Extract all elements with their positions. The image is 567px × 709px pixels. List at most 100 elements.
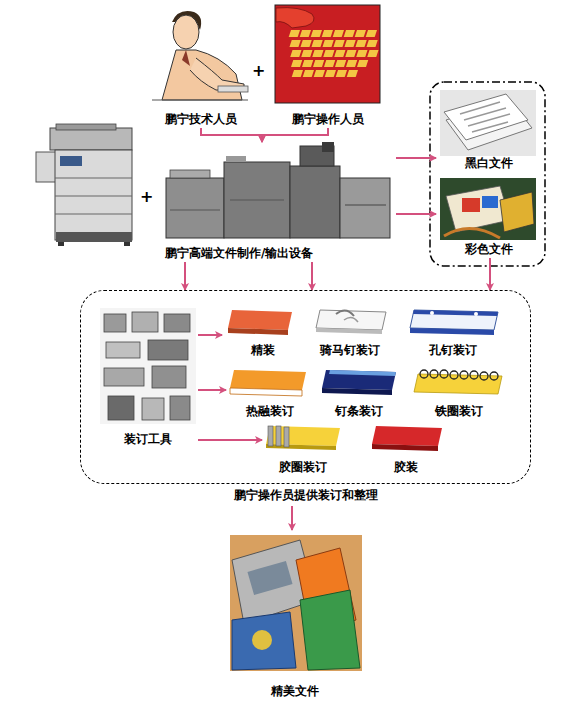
keyboard-picture-part-part (322, 30, 333, 37)
keyboard-picture-part-part (357, 60, 368, 67)
binding-tools-picture-part (104, 314, 126, 332)
node-label: 骑马钉装订 (320, 343, 380, 358)
binding-tools-picture-part (148, 340, 188, 360)
colour-document-picture-part (462, 198, 480, 212)
node-label: 装订工具 (124, 432, 172, 447)
node-label: 鹏宁操作人员 (292, 112, 364, 127)
saddle-stitch-book-picture (316, 310, 386, 334)
keyboard-picture-part-part (300, 40, 311, 47)
node-label: 鹏宁高端文件制作/输出设备 (165, 246, 313, 261)
copier-picture-part (55, 214, 132, 215)
keyboard-picture-part-part (355, 40, 366, 47)
keyboard-picture-part-part (356, 50, 367, 57)
copier-picture (36, 124, 132, 246)
post-bound-book-picture-part (410, 328, 494, 335)
keyboard-picture-part-part (291, 60, 302, 67)
comb-bound-book-picture-part (268, 426, 273, 446)
wire-bound-book-picture-part (440, 370, 448, 378)
node-label: 孔钉装订 (429, 343, 477, 358)
technician-picture-part (182, 50, 190, 66)
flow-arrow (291, 506, 293, 530)
node-label: 鹏宁操作员提供装订和整理 (234, 488, 378, 503)
binding-tools-picture-part (106, 342, 140, 358)
finished-documents-picture-part (232, 612, 296, 670)
finished-documents-picture-part (230, 535, 362, 671)
keyboard-picture-part-part (290, 50, 301, 57)
perfect-bound-book-picture (372, 426, 442, 451)
keyboard-picture-part-part (366, 40, 377, 47)
wire-bound-book-picture (414, 370, 502, 394)
copier-picture-part (56, 232, 132, 242)
production-printer-picture-part (170, 210, 220, 211)
result-picture-box: 精美文件 (222, 530, 368, 700)
document-box: 黑白文件 (436, 88, 542, 172)
bw-document-picture-part (464, 108, 506, 120)
binding-tools-picture-part (164, 314, 190, 332)
keyboard-picture-part-part (344, 40, 355, 47)
node-label: 精装 (251, 343, 275, 358)
flow-arrow (396, 157, 436, 159)
hardcover-book-picture-part (228, 328, 288, 335)
keyboard-picture-part-part (289, 40, 300, 47)
flow-arrow (262, 128, 328, 142)
binding-tools-picture-part (142, 398, 164, 420)
comb-bound-book-picture-part (266, 426, 340, 446)
strip-bound-book-picture-part (322, 370, 396, 390)
keyboard-picture-part-part (301, 50, 312, 57)
technician-picture-part (218, 86, 248, 92)
copier-picture-part (124, 242, 130, 246)
keyboard-picture-part-part (292, 70, 303, 77)
binding-tools-picture-part (132, 312, 158, 332)
keyboard-picture-part-part (333, 30, 344, 37)
production-printer-picture-part (290, 166, 340, 238)
document-group-frame (430, 82, 545, 266)
post-bound-book-picture (410, 310, 498, 335)
technician-picture-part (152, 100, 248, 101)
production-printer-picture-part (226, 156, 246, 162)
perfect-bound-book-picture-part (372, 444, 438, 451)
keyboard-picture-part-part (324, 60, 335, 67)
binding-type-box: 铁圈装订 (410, 366, 508, 420)
bw-document-picture-part (468, 114, 510, 126)
wire-bound-book-picture-part (430, 370, 438, 378)
technician-picture-part (173, 15, 199, 49)
production-printer-picture-part (166, 178, 224, 238)
staff-picture-box: 鹏宁操作人员 (272, 2, 384, 128)
finished-documents-picture (230, 535, 362, 671)
post-bound-book-picture-part (474, 312, 478, 316)
binding-type-box: 胶圈装订 (262, 422, 344, 476)
keyboard-picture-part-part (333, 40, 344, 47)
production-printer-picture (166, 142, 390, 238)
keyboard-picture-part-part (302, 60, 313, 67)
keyboard-picture-part-part (347, 70, 358, 77)
colour-document-picture-part (444, 228, 500, 238)
binding-type-box: 孔钉装订 (404, 305, 502, 359)
binding-type-box: 热融装订 (226, 366, 314, 420)
binding-tools-picture-part (104, 368, 144, 386)
flow-arrow (201, 128, 262, 142)
keyboard-picture-part-part (366, 30, 377, 37)
keyboard-picture-part-part (289, 30, 300, 37)
keyboard-picture-part-part (355, 30, 366, 37)
bw-document-picture (440, 90, 536, 156)
node-label: 鹏宁技术人员 (165, 112, 237, 127)
production-printer-picture-part (345, 205, 386, 206)
hardcover-book-picture-part (228, 310, 292, 330)
wire-bound-book-picture-part (420, 370, 428, 378)
wire-bound-book-picture-part (480, 372, 488, 380)
flow-arrow (198, 334, 222, 336)
post-bound-book-picture-part (413, 310, 498, 316)
keyboard-picture-part-part (367, 50, 378, 57)
copier-picture-part (55, 178, 132, 179)
keyboard-picture-part-part (336, 70, 347, 77)
node-label: 黑白文件 (465, 156, 513, 171)
keyboard-picture-part-part (323, 50, 334, 57)
keyboard-picture-part (276, 30, 385, 77)
copier-picture-part (56, 124, 116, 130)
production-printer-picture-part (230, 200, 284, 201)
bw-document-picture-part (440, 90, 536, 156)
keyboard-picture-part-part (325, 70, 336, 77)
technician-picture-part (150, 5, 250, 103)
saddle-stitch-book-picture-part (344, 317, 358, 322)
copier-picture-part (55, 150, 132, 240)
